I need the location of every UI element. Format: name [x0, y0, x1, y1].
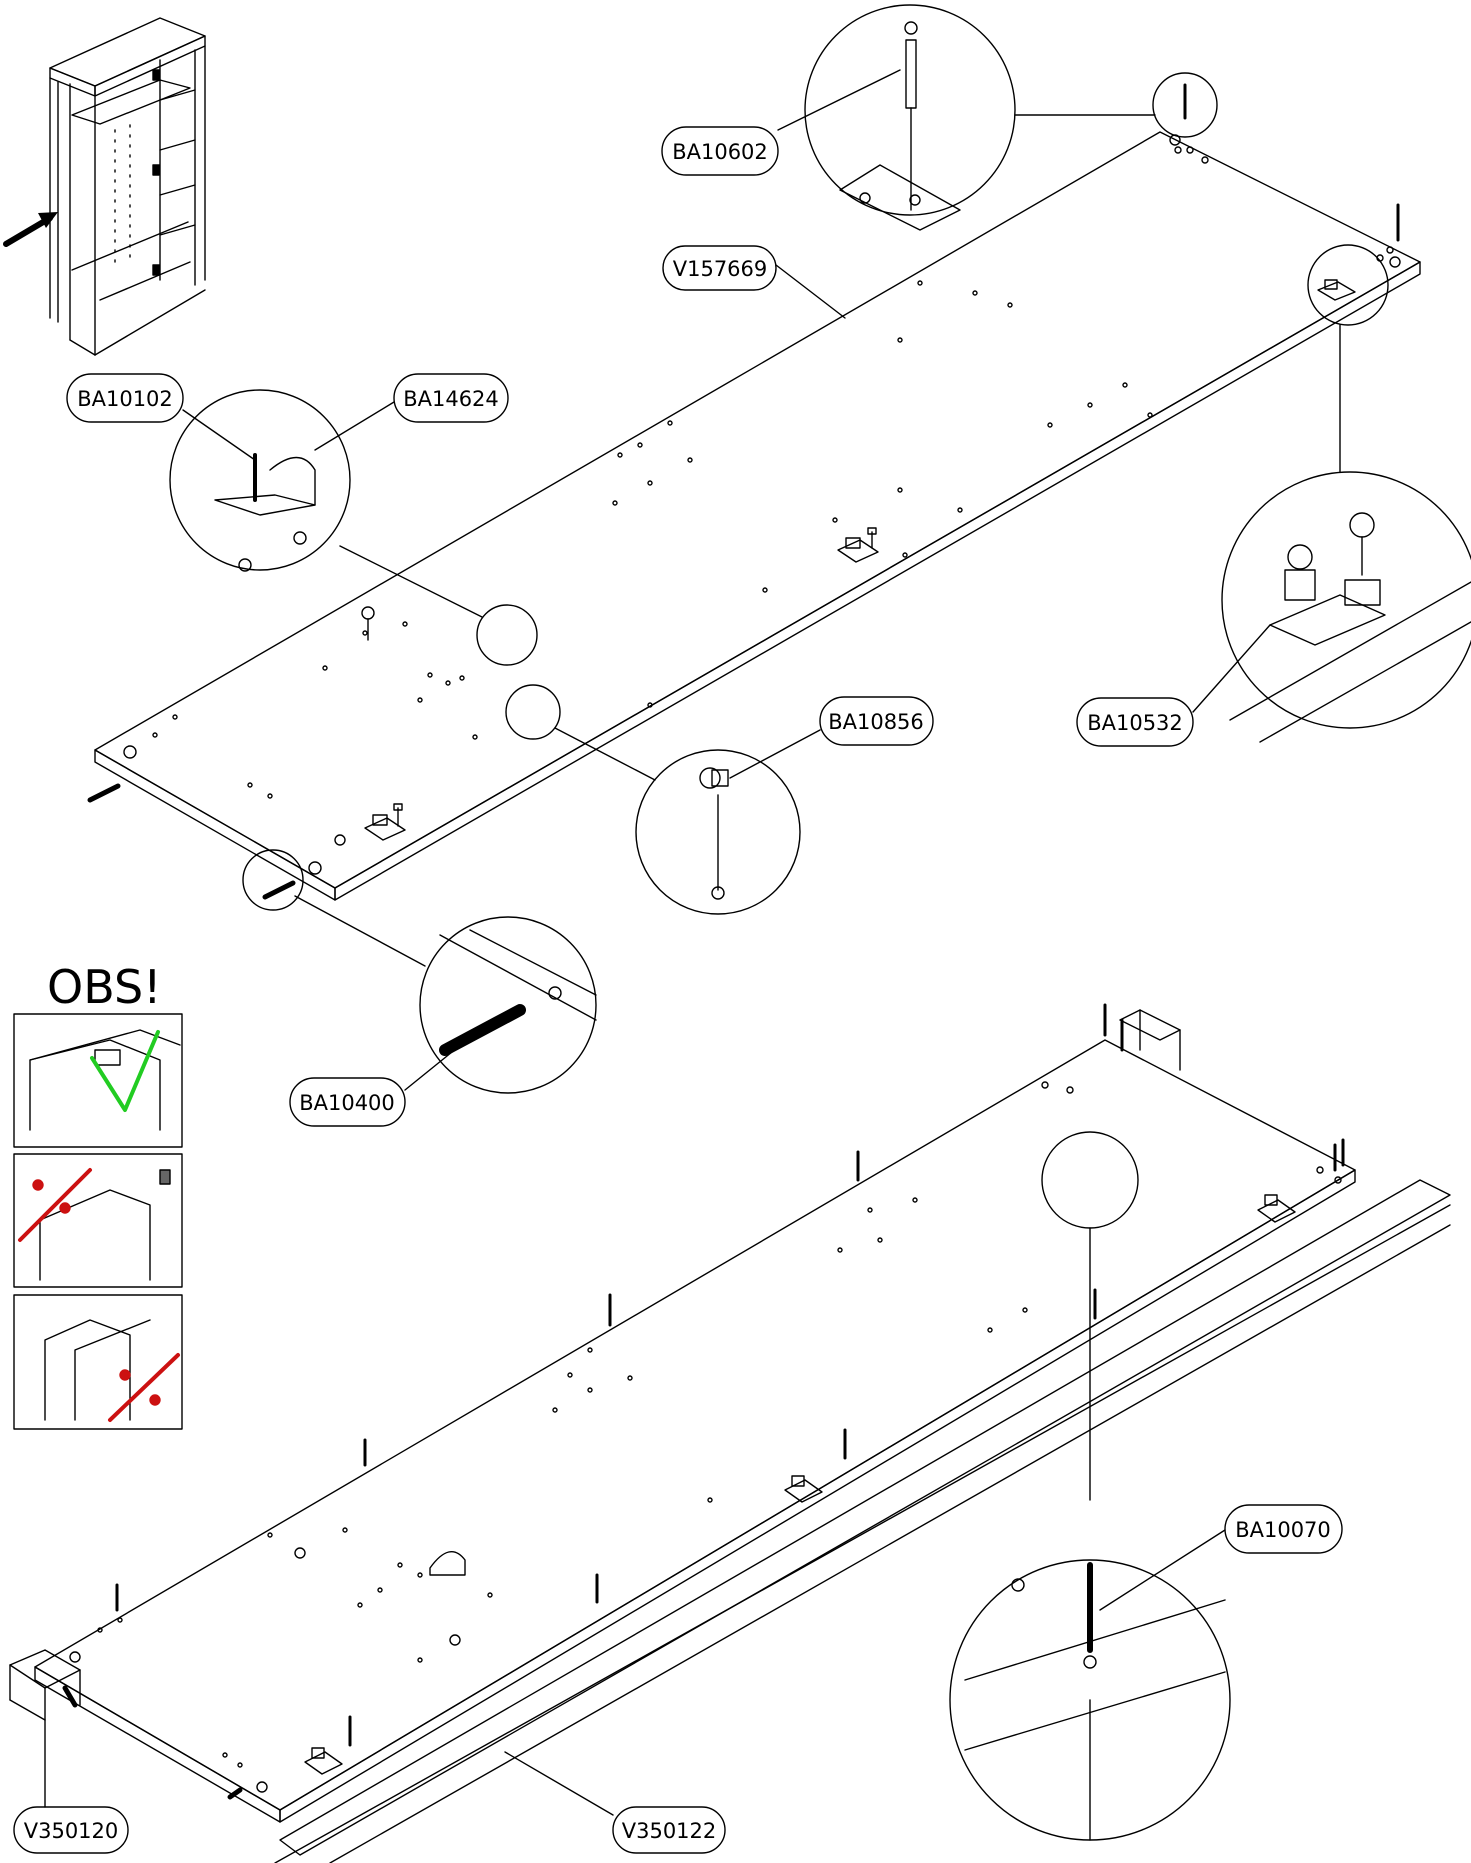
label-ba14624: BA14624: [314, 373, 509, 451]
part-label-ba10602: BA10602: [672, 140, 768, 164]
label-ba10400: BA10400: [289, 1051, 453, 1127]
callout-circles-upper: [169, 4, 1471, 1094]
part-label-v157669: V157669: [673, 257, 768, 281]
wood-dowel-front-icon: [87, 783, 296, 900]
hinge-plate-lower-front-icon: [304, 1747, 343, 1775]
label-ba10602: BA10602: [661, 69, 901, 176]
part-label-ba10856: BA10856: [828, 710, 924, 734]
hinge-plate-lower-middle-icon: [784, 1475, 823, 1503]
label-ba10856: BA10856: [729, 696, 934, 779]
label-ba10532: BA10532: [1076, 624, 1271, 747]
part-label-ba10102: BA10102: [77, 387, 173, 411]
label-v350120: V350120: [13, 1719, 129, 1854]
cam-dowel-top-icon: [1183, 83, 1400, 242]
obs-warning-title: OBS!: [47, 960, 162, 1014]
part-label-ba14624: BA14624: [403, 387, 499, 411]
part-label-v350120: V350120: [24, 1819, 119, 1843]
part-label-ba10532: BA10532: [1087, 711, 1183, 735]
panel-v157669: [87, 83, 1421, 901]
label-ba10102: BA10102: [66, 373, 256, 461]
part-label-ba10070: BA10070: [1235, 1518, 1331, 1542]
part-label-v350122: V350122: [622, 1819, 717, 1843]
hinge-plate-middle-icon: [837, 527, 879, 563]
shelf-support-lower-icon: [294, 1547, 466, 1646]
hinge-plate-front-icon: [364, 803, 406, 841]
label-ba10070: BA10070: [1099, 1504, 1343, 1611]
part-label-ba10400: BA10400: [299, 1091, 395, 1115]
check-mark-icon: [90, 1030, 160, 1112]
hinge-plate-back-icon: [1317, 279, 1356, 301]
hinge-plate-lower-back-icon: [1257, 1194, 1296, 1223]
wardrobe-overview-illustration: [3, 17, 206, 356]
shelf-support-small-icon: [361, 606, 375, 641]
obs-warning-panels: [13, 1013, 183, 1430]
label-v350122: V350122: [504, 1751, 726, 1854]
label-v157669: V157669: [662, 245, 846, 319]
panel-lower-assembly: [9, 1003, 1451, 1863]
